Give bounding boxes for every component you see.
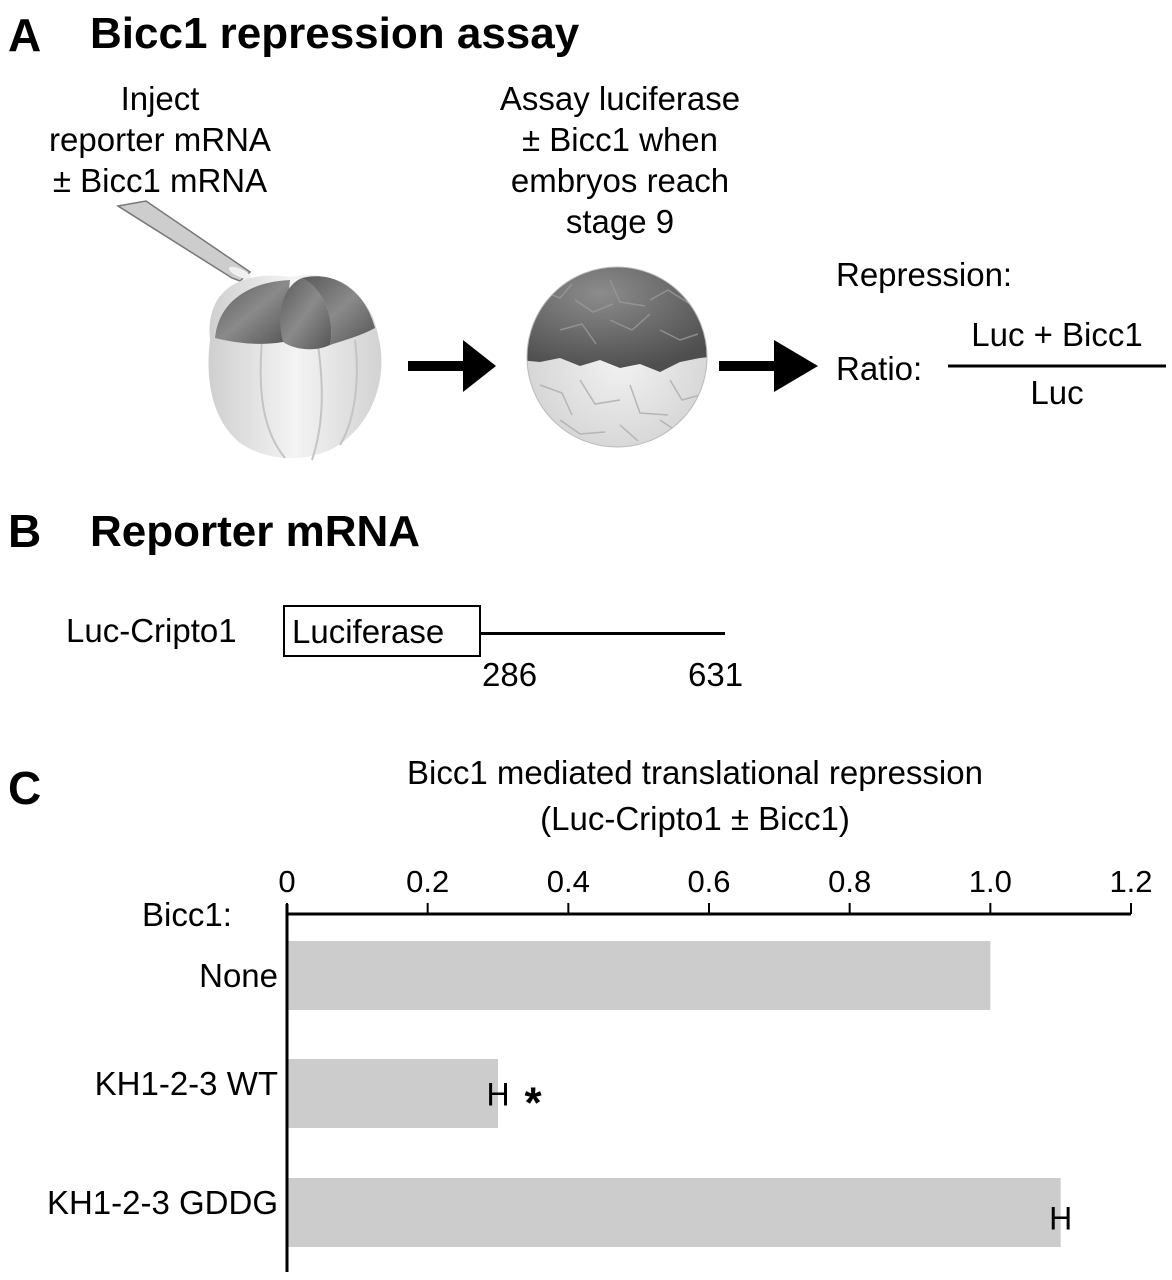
luciferase-box-label: Luciferase [292, 613, 445, 650]
four-cell-embryo-icon [208, 275, 382, 461]
step2-line: embryos reach [510, 162, 730, 199]
arrow-right-icon [719, 340, 818, 392]
category-label: KH1-2-3 WT [95, 1065, 278, 1102]
utr-line [481, 632, 725, 635]
bar [287, 941, 991, 1010]
x-tick-label: 0.4 [547, 864, 590, 899]
step2-line: stage 9 [565, 203, 675, 240]
luciferase-box: Luciferase [283, 605, 481, 657]
y-axis-label: Bicc1: [142, 896, 232, 933]
error-bar: H [486, 1077, 509, 1113]
error-bar: H [1049, 1201, 1072, 1237]
ratio-denominator: Luc [1030, 374, 1084, 411]
panel-a-title: Bicc1 repression assay [90, 9, 580, 58]
step1-line: Inject [120, 80, 200, 117]
x-tick-label: 1.2 [1109, 864, 1152, 899]
bar [287, 1059, 498, 1128]
injection-needle-icon [115, 200, 252, 282]
panel-c-letter: C [8, 762, 42, 814]
arrow-right-icon [408, 340, 496, 392]
step1-line: reporter mRNA [49, 121, 271, 158]
panel-b-letter: B [8, 505, 42, 557]
ratio-label: Ratio: [836, 350, 923, 387]
blastula-embryo-icon [526, 266, 708, 448]
panel-a-letter: A [8, 9, 42, 61]
construct-name: Luc-Cripto1 [66, 612, 237, 649]
x-tick-label: 1.0 [969, 864, 1012, 899]
step1-line: ± Bicc1 mRNA [52, 162, 268, 199]
step2-line: ± Bicc1 when [521, 121, 719, 158]
x-tick-label: 0.6 [687, 864, 730, 899]
chart-title: Bicc1 mediated translational repression [407, 754, 983, 791]
position-end: 631 [688, 656, 744, 693]
category-label: KH1-2-3 GDDG [47, 1184, 278, 1221]
x-tick-label: 0.8 [828, 864, 871, 899]
category-label: None [199, 957, 278, 994]
repression-label: Repression: [836, 256, 1013, 293]
chart-subtitle: (Luc-Cripto1 ± Bicc1) [540, 800, 850, 837]
bar [287, 1178, 1061, 1247]
x-tick-label: 0.2 [406, 864, 449, 899]
panel-b-title: Reporter mRNA [90, 507, 421, 556]
step2-text: Assay luciferase ± Bicc1 when embryos re… [460, 78, 780, 242]
x-tick-label: 0 [278, 864, 295, 899]
ratio-numerator: Luc + Bicc1 [971, 316, 1143, 353]
step2-line: Assay luciferase [499, 80, 741, 117]
position-start: 286 [482, 656, 538, 693]
step1-text: Inject reporter mRNA ± Bicc1 mRNA [40, 78, 280, 201]
panel-a-illustration [115, 200, 1166, 461]
significance-marker: * [524, 1079, 542, 1128]
